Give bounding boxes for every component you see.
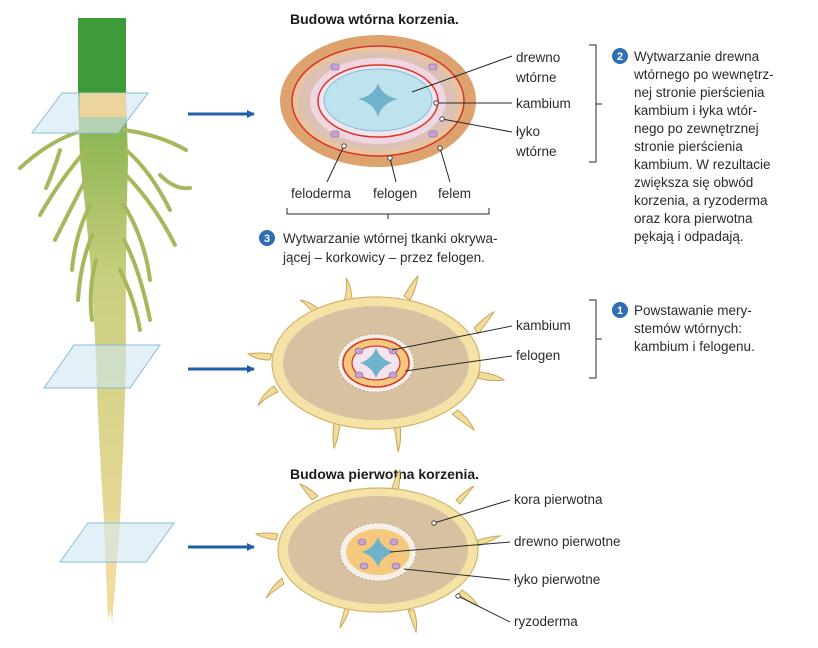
top-title: Budowa wtórna korzenia. [290,11,459,27]
note-2-line: wtórnego po wewnętrz- [633,67,774,82]
label-drewno-wtorne-2: wtórne [515,70,557,85]
note-3-line: jącej – korkowicy – przez felogen. [282,250,485,265]
note-2-line: pękają i odpadają. [634,229,744,244]
note-2: 2 Wytwarzanie drewna wtórnego po wewnętr… [612,48,774,244]
plane-bottom [60,523,174,562]
label-feloderma: feloderma [291,186,352,201]
note-3: 3 Wytwarzanie wtórnej tkanki okrywa- jąc… [259,230,497,265]
label-drewno-pierwotne: drewno pierwotne [514,534,621,549]
label-ryzoderma: ryzoderma [514,614,578,629]
label-lyko-wtorne-1: łyko [516,124,540,139]
label-kora-pierwotna: kora pierwotna [514,492,603,507]
root-highlight-top [80,93,126,117]
note-1-line: Powstawanie mery- [634,303,752,318]
note-2-line: nego po zewnętrznej [634,121,759,136]
label-kambium-top: kambium [516,96,571,111]
note-2-line: Wytwarzanie drewna [634,49,760,64]
primary-cross-section [256,470,500,632]
bracket-note-3 [287,208,489,219]
label-lyko-wtorne-2: wtórne [515,144,557,159]
note-2-line: stronie pierścienia [634,139,743,154]
note-1-line: stemów wtórnych: [634,321,742,336]
note-2-line: zwiększa się obwód [634,175,753,190]
root-green-top [78,18,126,96]
label-felem: felem [438,186,471,201]
label-felogen-top: felogen [373,186,417,201]
note-1-line: kambium i felogenu. [634,339,755,354]
label-kambium-middle: kambium [516,318,571,333]
badge-2-number: 2 [617,51,623,63]
badge-1-number: 1 [617,305,623,317]
note-2-line: oraz kora pierwotna [634,211,753,226]
note-2-line: kambium. W rezultacie [634,157,771,172]
label-drewno-wtorne-1: drewno [516,50,560,65]
label-felogen-middle: felogen [516,348,560,363]
section-arrows [188,114,254,547]
bracket-note-1 [589,300,602,378]
note-2-line: nej stronie pierścienia [634,85,765,100]
label-lyko-pierwotne: łyko pierwotne [514,572,600,587]
transition-cross-section [248,276,504,452]
bottom-title: Budowa pierwotna korzenia. [290,466,479,482]
plane-middle [44,345,160,388]
note-2-line: kambium i łyka wtór- [634,103,757,118]
secondary-cross-section [280,35,476,167]
bracket-note-2 [589,45,602,162]
note-2-line: korzenia, a ryzoderma [634,193,768,208]
note-1: 1 Powstawanie mery- stemów wtórnych: kam… [612,302,755,354]
root-illustration [20,18,190,625]
badge-3-number: 3 [264,233,270,245]
note-3-line: Wytwarzanie wtórnej tkanki okrywa- [283,231,497,246]
